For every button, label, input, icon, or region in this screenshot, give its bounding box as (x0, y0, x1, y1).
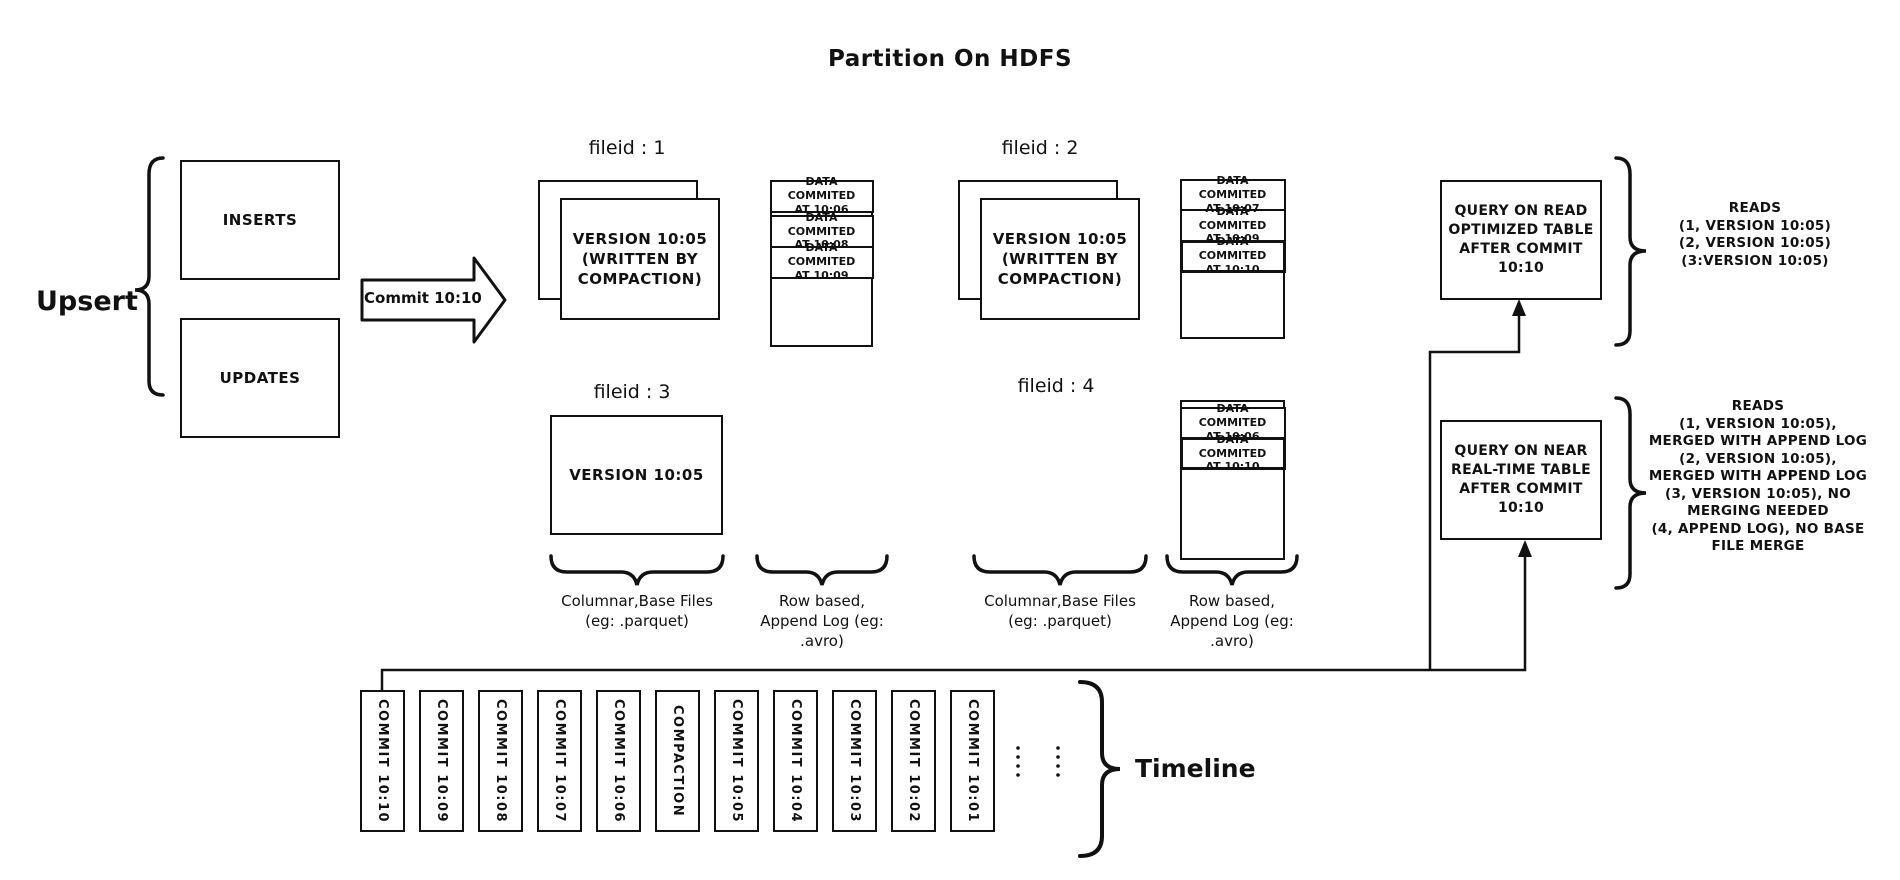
fileid-1-label: fileid : 1 (588, 137, 666, 159)
caption-columnar-base-files-1: Columnar,Base Files (eg: .parquet) (561, 592, 713, 630)
reads-read-optimized: READS (1, VERSION 10:05) (2, VERSION 10:… (1678, 200, 1832, 269)
fileid-2-label: fileid : 2 (1001, 137, 1079, 159)
arrowhead-near-real-time (1518, 540, 1532, 557)
commit-arrow-shape (360, 256, 507, 344)
inserts-box: INSERTS (180, 160, 340, 280)
arrowhead-read-optimized (1512, 299, 1526, 316)
connector-timeline-to-read-optimized (1428, 315, 1521, 670)
timeline-commit-box: COMMIT 10:09 (419, 690, 464, 832)
fileid-1-base-file: VERSION 10:05 (WRITTEN BY COMPACTION) (560, 198, 720, 320)
upsert-brace (134, 156, 165, 397)
timeline-commit-box: COMMIT 10:01 (950, 690, 995, 832)
timeline-commit-box: COMMIT 10:10 (360, 690, 405, 832)
page-title: Partition On HDFS (827, 46, 1073, 72)
timeline-brace (1078, 680, 1121, 858)
log-segment: DATA COMMITED AT 10:06 (769, 175, 874, 216)
append-log-1: DATA COMMITED AT 10:06 DATA COMMITED AT … (769, 175, 874, 347)
caption-columnar-base-files-2: Columnar,Base Files (eg: .parquet) (984, 592, 1136, 630)
fileid-3-base-file: VERSION 10:05 (550, 415, 723, 535)
fileid-3-label: fileid : 3 (593, 381, 671, 403)
updates-box: UPDATES (180, 318, 340, 438)
append-log-4: DATA COMMITED AT 10:06 DATA COMMITED AT … (1179, 400, 1286, 560)
caption-row-based-append-log-1: Row based, Append Log (eg: .avro) (760, 592, 884, 650)
log-segment: DATA COMMITED AT 10:09 (769, 241, 874, 282)
log-segment: DATA COMMITED AT 10:07 (1179, 174, 1286, 215)
timeline-commit-box: COMMIT 10:04 (773, 690, 818, 832)
upsert-label: Upsert (36, 286, 138, 317)
timeline-commit-box: COMMIT 10:05 (714, 690, 759, 832)
underbrace-columnar-2 (972, 554, 1148, 586)
log-segment-latest: DATA COMMITED AT 10:10 (1179, 235, 1286, 276)
timeline-commit-box: COMMIT 10:08 (478, 690, 523, 832)
caption-row-based-append-log-2: Row based, Append Log (eg: .avro) (1170, 592, 1294, 650)
connector-timeline-to-near-real-time (380, 556, 1527, 690)
timeline-commit-box: COMMIT 10:07 (537, 690, 582, 832)
timeline-commit-box: COMMIT 10:06 (596, 690, 641, 832)
underbrace-rowbased-2 (1165, 554, 1299, 586)
timeline-commit-box: COMMIT 10:02 (891, 690, 936, 832)
underbrace-rowbased-1 (755, 554, 889, 586)
timeline-ellipsis-dots (1016, 746, 1060, 777)
underbrace-columnar-1 (549, 554, 725, 586)
commit-arrow-label: Commit 10:10 (364, 289, 482, 307)
timeline-commit-box: COMMIT 10:03 (832, 690, 877, 832)
reads-near-real-time: READS (1, VERSION 10:05), MERGED WITH AP… (1648, 398, 1868, 555)
query-near-real-time-box: QUERY ON NEAR REAL-TIME TABLE AFTER COMM… (1440, 420, 1602, 540)
reads-brace-near-real-time (1614, 396, 1647, 590)
fileid-2-base-file: VERSION 10:05 (WRITTEN BY COMPACTION) (980, 198, 1140, 320)
timeline-compaction-box: COMPACTION (655, 690, 700, 832)
timeline-label: Timeline (1135, 754, 1256, 783)
reads-brace-read-optimized (1614, 156, 1647, 347)
query-read-optimized-box: QUERY ON READ OPTIMIZED TABLE AFTER COMM… (1440, 180, 1602, 300)
log-segment-latest: DATA COMMITED AT 10:10 (1179, 433, 1286, 473)
append-log-2: DATA COMMITED AT 10:07 DATA COMMITED AT … (1179, 174, 1286, 339)
fileid-4-label: fileid : 4 (1017, 375, 1095, 397)
